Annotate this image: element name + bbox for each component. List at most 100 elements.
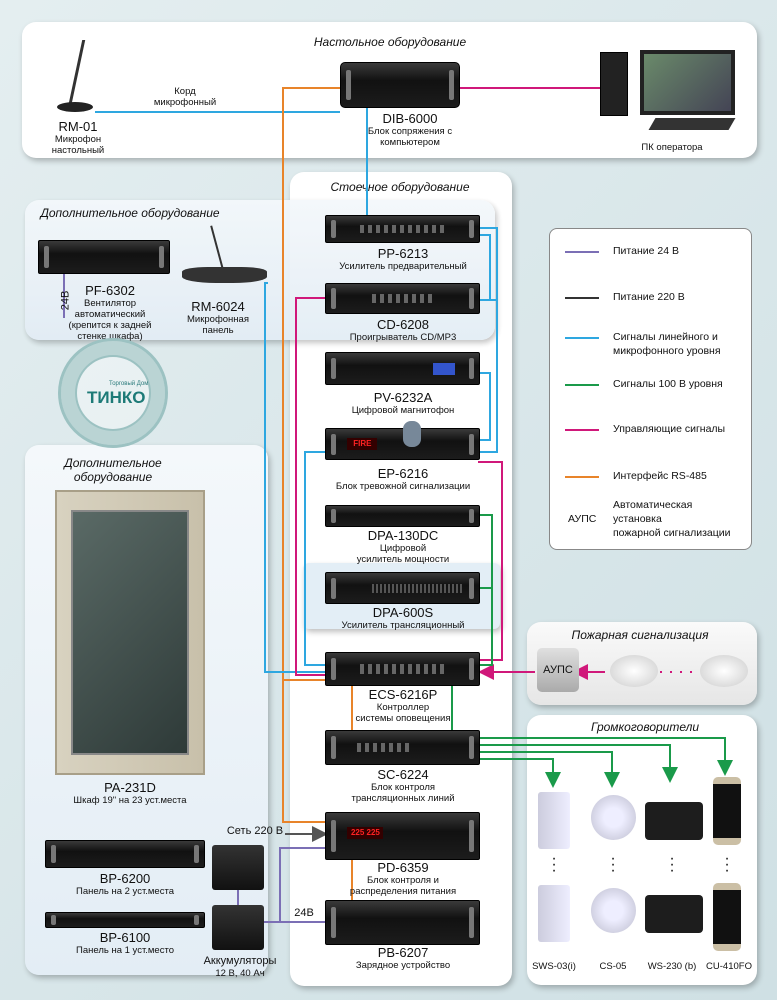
pv-model: PV-6232A	[373, 390, 433, 405]
extra-left-title: Дополнительное оборудование	[58, 456, 168, 484]
pa-model: PA-231D	[104, 780, 156, 795]
pd-d2: распределения питания	[349, 886, 457, 897]
dib-desc-1: Блок сопряжения с	[367, 126, 453, 137]
dib-6000-device	[340, 62, 460, 108]
legend-24v-text: Питание 24 В	[613, 245, 679, 257]
sc-d2: трансляционных линий	[351, 793, 455, 804]
ellipsis-1: ···	[551, 850, 557, 879]
battery-1	[212, 845, 264, 890]
legend-control-text: Управляющие сигналы	[613, 423, 726, 435]
dpa-130dc-device	[325, 505, 480, 527]
control-line	[295, 297, 325, 676]
handheld-mic	[402, 421, 421, 447]
pd-6359-device: 225 225	[325, 812, 480, 860]
speaker-label-cs05: CS-05	[599, 961, 627, 972]
battery-2	[212, 905, 264, 950]
bp6100-desc: Панель на 1 уст.место	[76, 945, 174, 956]
cd-desc: Проигрыватель CD/MP3	[349, 332, 457, 343]
aups-3: пожарной сигнализации	[613, 527, 731, 539]
mic-model: RM-01	[58, 119, 98, 134]
speaker-sws03-bottom	[538, 885, 570, 942]
bp6100-model: BP-6100	[99, 930, 151, 945]
pc-monitor	[640, 50, 735, 115]
dpa-600s-device	[325, 572, 480, 604]
dc-label: 24В	[294, 907, 314, 919]
speaker-cs05-bottom	[591, 888, 636, 933]
bp-6200-device	[45, 840, 205, 868]
ellipsis-2: ···	[610, 850, 616, 879]
speaker-label-ws230: WS-230 (b)	[647, 961, 697, 972]
legend-220v-text: Питание 220 В	[613, 291, 685, 303]
microphone-rm01	[55, 40, 95, 115]
rm-6024-device	[182, 225, 267, 285]
cd-6208-device	[325, 283, 480, 314]
pd-model: PD-6359	[377, 860, 429, 875]
aups-1: Автоматическая	[613, 499, 693, 511]
pf-d4: стенке шкафа)	[77, 331, 143, 342]
pb-model: PB-6207	[377, 945, 429, 960]
legend-rs485-text: Интерфейс RS-485	[613, 470, 707, 482]
desk-title: Настольное оборудование	[313, 35, 467, 49]
amp-100v	[478, 514, 493, 666]
pa-desc: Шкаф 19" на 23 уст.места	[73, 795, 187, 806]
bp-6100-device	[45, 912, 205, 928]
aups-box: АУПС	[537, 648, 579, 692]
pp-desc: Усилитель предварительный	[339, 261, 467, 272]
stamp-sub: Торговый Дом	[109, 381, 149, 387]
sc-6224-device	[325, 730, 480, 765]
dib-desc-2: компьютером	[380, 137, 440, 148]
bp6200-desc: Панель на 2 уст.места	[76, 886, 174, 897]
pc-keyboard	[648, 118, 736, 130]
pp-model: PP-6213	[377, 246, 429, 261]
speakers-title: Громкоговорители	[590, 720, 700, 734]
dib-model: DIB-6000	[382, 111, 438, 126]
tinko-stamp: Торговый Дом ТИНКО	[58, 338, 168, 448]
pb-6207-device	[325, 900, 480, 945]
bat-2: 12 В, 40 Ач	[215, 968, 265, 979]
dpa130-d2: усилитель мощности	[356, 554, 450, 565]
pf-d2: автоматический	[74, 309, 146, 320]
speaker-cu410fo-bottom	[713, 883, 741, 951]
ecs-6216p-device	[325, 652, 480, 686]
pp-6213-device	[325, 215, 480, 243]
dpa600-desc: Усилитель трансляционный	[341, 620, 465, 631]
rm6024-model: RM-6024	[191, 299, 245, 314]
legend-aups-abbr: АУПС	[568, 513, 597, 525]
speaker-label-sws03: SWS-03(i)	[532, 961, 576, 972]
control-line-2	[478, 461, 503, 661]
pc-tower	[600, 52, 628, 116]
dpa130-model: DPA-130DC	[367, 528, 439, 543]
cord-2: микрофонный	[153, 97, 217, 108]
bat-1: Аккумуляторы	[203, 955, 277, 967]
legend-panel	[549, 228, 752, 550]
legend-line-2: микрофонного уровня	[613, 345, 721, 357]
extra-left-title-text: Дополнительное оборудование	[64, 456, 162, 484]
legend-line-text: Сигналы линейного и микрофонного уровня	[613, 330, 721, 358]
ep-model: EP-6216	[377, 466, 429, 481]
bp6200-model: BP-6200	[99, 871, 151, 886]
pf-d3: (крепится к задней	[68, 320, 152, 331]
cd-model: CD-6208	[376, 317, 430, 332]
ecs-model: ECS-6216P	[368, 687, 438, 702]
line-signal-2	[304, 451, 325, 666]
sc-model: SC-6224	[377, 767, 429, 782]
smoke-detector-2	[700, 655, 748, 687]
speaker-label-cu410fo: CU-410FO	[706, 961, 752, 972]
legend-line-1: Сигналы линейного и	[613, 331, 718, 343]
pb-desc: Зарядное устройство	[355, 960, 451, 971]
